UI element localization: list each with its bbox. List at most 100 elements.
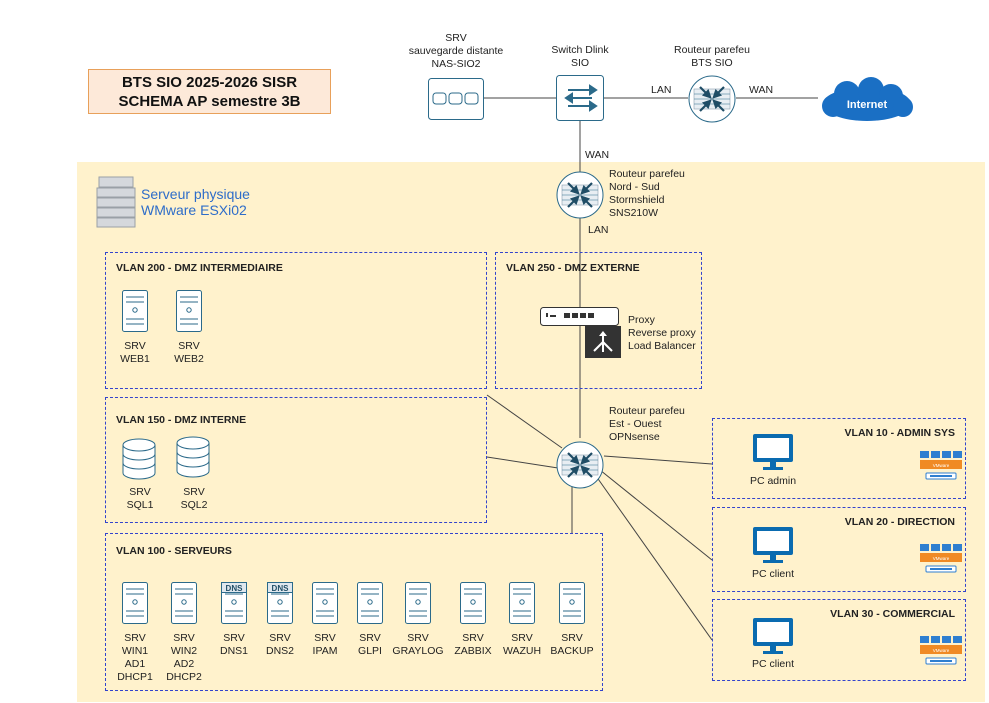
nas-label-l2: sauvegarde distante bbox=[408, 45, 504, 57]
diagram-title-box: BTS SIO 2025-2026 SISR SCHEMA AP semestr… bbox=[88, 69, 331, 114]
switch-label: Switch Dlink SIO bbox=[540, 44, 620, 70]
server-label-line: BACKUP bbox=[550, 645, 594, 657]
lan-link-label: LAN bbox=[651, 84, 672, 96]
internet-cloud-icon: Internet bbox=[822, 77, 913, 121]
nas-label: SRV sauvegarde distante NAS-SIO2 bbox=[402, 32, 510, 71]
opnsense-firewall-icon bbox=[556, 441, 604, 489]
server-icon bbox=[171, 582, 197, 624]
server-label-line: WIN1 bbox=[121, 645, 149, 657]
server-icon bbox=[312, 582, 338, 624]
zone-vlan-30-title: VLAN 30 - COMMERCIAL bbox=[830, 608, 955, 620]
vmware-label-direction: VMware bbox=[933, 556, 950, 561]
zone-vlan-10: VLAN 10 - ADMIN SYS bbox=[712, 418, 966, 499]
web2-l1: SRV bbox=[178, 340, 200, 352]
zone-vlan-250-title: VLAN 250 - DMZ EXTERNE bbox=[506, 262, 640, 274]
server-label-line: WAZUH bbox=[502, 645, 542, 657]
opnsense-label: Routeur parefeu Est - Ouest OPNsense bbox=[609, 405, 685, 444]
link-opn-direction bbox=[599, 469, 713, 561]
opnsense-l2: Est - Ouest bbox=[609, 418, 662, 430]
server-label-line: SRV bbox=[359, 632, 381, 644]
nas-label-l3: NAS-SIO2 bbox=[431, 58, 481, 70]
switch-label-l1: Switch Dlink bbox=[551, 44, 609, 56]
stormshield-l4: SNS210W bbox=[609, 207, 659, 219]
server-label-line: SRV bbox=[269, 632, 291, 644]
opnsense-l3: OPNsense bbox=[609, 431, 660, 443]
nas-label-l1: SRV bbox=[445, 32, 467, 44]
web1-l2: WEB1 bbox=[120, 353, 150, 365]
sql1-l2: SQL1 bbox=[126, 499, 154, 511]
proxy-load-balancer-icon bbox=[540, 307, 621, 358]
router-bts-label: Routeur parefeu BTS SIO bbox=[664, 44, 760, 70]
server-label-line: IPAM bbox=[312, 645, 338, 657]
server-label-line: SRV bbox=[407, 632, 429, 644]
server-icon: DNS bbox=[267, 582, 293, 624]
server-web2-icon bbox=[176, 290, 202, 332]
sql2-l1: SRV bbox=[183, 486, 205, 498]
server-icon: DNS bbox=[221, 582, 247, 624]
pc-admin-icon bbox=[753, 434, 793, 470]
title-line-1: BTS SIO 2025-2026 SISR bbox=[121, 74, 298, 91]
zone-vlan-10-title: VLAN 10 - ADMIN SYS bbox=[844, 427, 955, 439]
switch-label-l2: SIO bbox=[570, 57, 590, 69]
zone-vlan-150: VLAN 150 - DMZ INTERNE bbox=[105, 397, 487, 523]
sql2-label: SRV SQL2 bbox=[164, 486, 224, 512]
internet-label: Internet bbox=[847, 99, 888, 111]
server-label-line: SRV bbox=[314, 632, 336, 644]
stormshield-l1: Routeur parefeu bbox=[609, 168, 685, 180]
web1-l1: SRV bbox=[124, 340, 146, 352]
proxy-l2: Reverse proxy bbox=[628, 327, 696, 339]
opnsense-l1: Routeur parefeu bbox=[609, 405, 685, 417]
title-line-2: SCHEMA AP semestre 3B bbox=[118, 93, 301, 110]
server-web1-icon bbox=[122, 290, 148, 332]
database-sql1-icon bbox=[122, 438, 156, 480]
pc-admin-label: PC admin bbox=[749, 475, 797, 487]
stormshield-l3: Stormshield bbox=[609, 194, 665, 206]
server-icon bbox=[357, 582, 383, 624]
server-label-line: SRV bbox=[223, 632, 245, 644]
server-label-line: SRV bbox=[173, 632, 195, 644]
server-icon bbox=[122, 582, 148, 624]
nas-icon bbox=[428, 78, 484, 120]
link-opn-commercial bbox=[595, 475, 713, 641]
vmware-host-icon: VMware bbox=[920, 451, 962, 480]
server-icon bbox=[460, 582, 486, 624]
stormshield-label: Routeur parefeu Nord - Sud Stormshield S… bbox=[609, 168, 685, 220]
proxy-label: Proxy Reverse proxy Load Balancer bbox=[628, 314, 696, 353]
server-label-line: AD1 bbox=[124, 658, 146, 670]
server-label-line: DHCP2 bbox=[166, 671, 202, 683]
zone-vlan-200: VLAN 200 - DMZ INTERMEDIAIRE bbox=[105, 252, 487, 389]
database-sql2-icon bbox=[176, 436, 210, 478]
vmware-label-commercial: VMware bbox=[933, 648, 950, 653]
pc-direction-label: PC client bbox=[751, 568, 794, 580]
router-bts-label-l2: BTS SIO bbox=[691, 57, 733, 69]
web2-l2: WEB2 bbox=[174, 353, 204, 365]
wan-link-label: WAN bbox=[749, 84, 774, 96]
esxi-label-l2: WMware ESXi02 bbox=[141, 202, 247, 218]
sql1-label: SRV SQL1 bbox=[110, 486, 170, 512]
zone-vlan-20: VLAN 20 - DIRECTION bbox=[712, 507, 966, 592]
server-label-line: GRAYLOG bbox=[392, 645, 444, 657]
server-web2-label: SRV WEB2 bbox=[159, 340, 219, 366]
server-label-line: DNS1 bbox=[219, 645, 248, 657]
proxy-l1: Proxy bbox=[628, 314, 655, 326]
server-label-line: GLPI bbox=[358, 645, 382, 657]
server-label-line: DHCP1 bbox=[117, 671, 153, 683]
zone-vlan-30: VLAN 30 - COMMERCIAL bbox=[712, 599, 966, 681]
link-opn-dmzinter bbox=[486, 394, 563, 449]
stormshield-lan-label: LAN bbox=[588, 224, 609, 236]
dns-badge: DNS bbox=[272, 584, 290, 593]
stormshield-firewall-icon bbox=[556, 171, 604, 219]
zone-vlan-250: VLAN 250 - DMZ EXTERNE bbox=[495, 252, 702, 389]
server-web1-label: SRV WEB1 bbox=[105, 340, 165, 366]
sql2-l2: SQL2 bbox=[180, 499, 208, 511]
vmware-host-icon: VMware bbox=[920, 544, 962, 573]
firewall-router-icon bbox=[688, 75, 736, 123]
zone-vlan-100: VLAN 100 - SERVEURS bbox=[105, 533, 603, 691]
